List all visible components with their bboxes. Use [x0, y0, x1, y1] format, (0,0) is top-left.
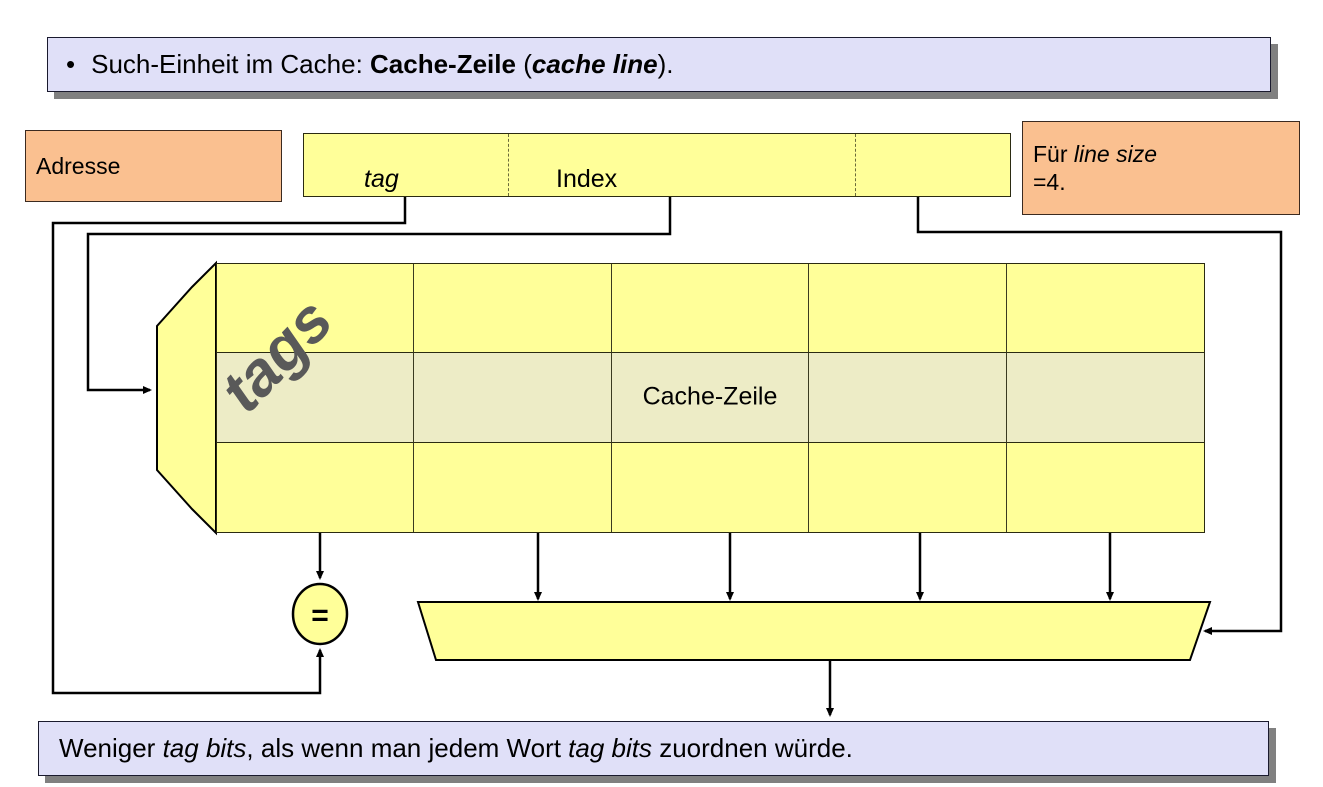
cache-cell	[217, 442, 415, 532]
bottom-banner-italic1: tag bits	[162, 733, 247, 764]
cache-line-label: Cache-Zeile	[642, 382, 778, 411]
row-decoder-shape	[156, 260, 217, 536]
top-banner-text: Such-Einheit im Cache: Cache-Zeile (cach…	[91, 50, 673, 79]
address-segment-tag-label: tag	[364, 165, 399, 193]
cache-cell-highlighted: Cache-Zeile	[611, 353, 810, 443]
cache-cell	[414, 264, 612, 354]
line-size-note-line1: Für line size	[1033, 140, 1157, 168]
cache-cell-highlighted	[809, 353, 1007, 443]
multiplexer-shape	[416, 601, 1212, 661]
top-banner: • Such-Einheit im Cache: Cache-Zeile (ca…	[47, 37, 1271, 92]
bottom-banner: Weniger tag bits, als wenn man jedem Wor…	[38, 721, 1269, 776]
cache-cell	[1007, 443, 1204, 532]
bottom-banner-part1: Weniger	[59, 733, 163, 764]
cache-cell-highlighted	[217, 353, 415, 443]
line-size-note-line2: =4.	[1033, 169, 1066, 195]
top-banner-paren-close: ).	[657, 49, 674, 80]
cache-cell	[217, 264, 415, 354]
line-size-note-prefix: Für	[1033, 140, 1074, 167]
address-label-box: Adresse	[25, 130, 282, 202]
top-banner-paren-open: (	[515, 49, 532, 80]
bottom-banner-italic2: tag bits	[568, 733, 652, 764]
cache-cell	[414, 442, 612, 532]
cache-cell	[809, 264, 1007, 354]
cache-array: Cache-Zeile	[216, 263, 1205, 533]
bottom-banner-text: Weniger tag bits, als wenn man jedem Wor…	[59, 734, 853, 763]
cache-cell	[611, 264, 810, 354]
cache-cell	[809, 442, 1007, 532]
address-divider-tag-index	[508, 134, 509, 196]
comparator-shape: =	[291, 582, 349, 646]
address-field: tag Index	[303, 133, 1011, 197]
cache-cell-highlighted	[414, 353, 612, 443]
top-banner-bold: Cache-Zeile	[370, 49, 516, 80]
address-label-text: Adresse	[36, 152, 121, 179]
cache-cell-highlighted	[1006, 353, 1204, 443]
bottom-banner-part2: , als wenn man jedem Wort	[246, 733, 569, 764]
top-banner-prefix: Such-Einheit im Cache:	[91, 49, 371, 80]
cache-cell	[1006, 264, 1204, 354]
top-banner-bold-italic: cache line	[531, 49, 658, 80]
comparator-equals-label: =	[311, 599, 329, 632]
address-divider-index-offset	[855, 134, 856, 196]
bullet-icon: •	[66, 49, 76, 79]
cache-cell	[612, 442, 810, 532]
address-segment-index-label: Index	[556, 165, 618, 193]
line-size-note-italic: line size	[1073, 140, 1157, 167]
bottom-banner-part3: zuordnen würde.	[652, 733, 853, 764]
